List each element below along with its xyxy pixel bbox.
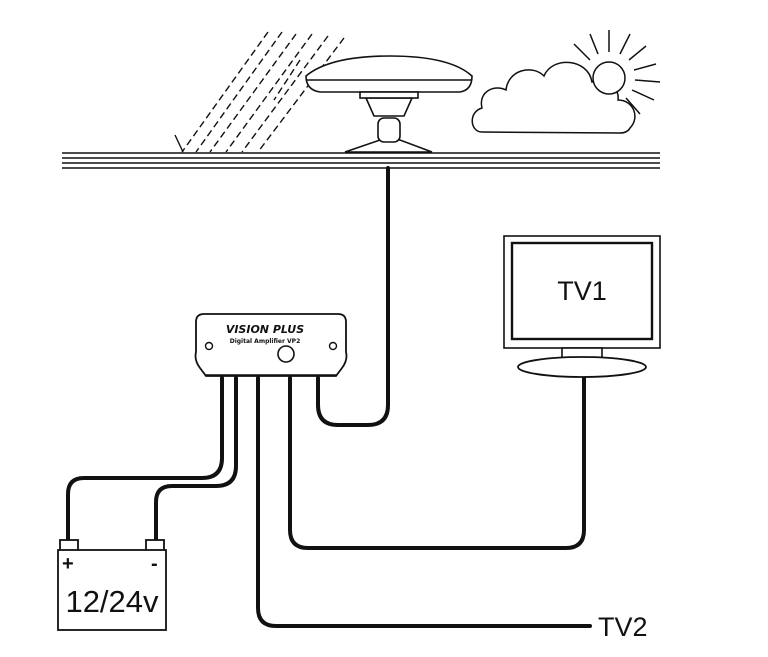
battery-negative-label: -: [151, 553, 158, 575]
tv-icon: [503, 235, 661, 378]
battery-icon: [57, 539, 167, 631]
tv2-label: TV2: [598, 612, 648, 642]
rain-icon: [174, 31, 345, 153]
battery-positive-label: +: [62, 553, 74, 575]
battery-voltage-label: 12/24v: [65, 584, 159, 619]
antenna-icon: [305, 55, 473, 153]
amplifier-model-label: Digital Amplifier VP2: [230, 338, 301, 345]
cloud-icon: [471, 61, 636, 134]
roof: [62, 152, 660, 169]
cables: [66, 166, 592, 628]
sun-icon: [573, 30, 661, 115]
amplifier-icon: VISION PLUS Digital Amplifier VP2: [194, 313, 348, 377]
tv1-label: TV1: [557, 276, 607, 306]
amplifier-brand-label: VISION PLUS: [226, 323, 304, 336]
